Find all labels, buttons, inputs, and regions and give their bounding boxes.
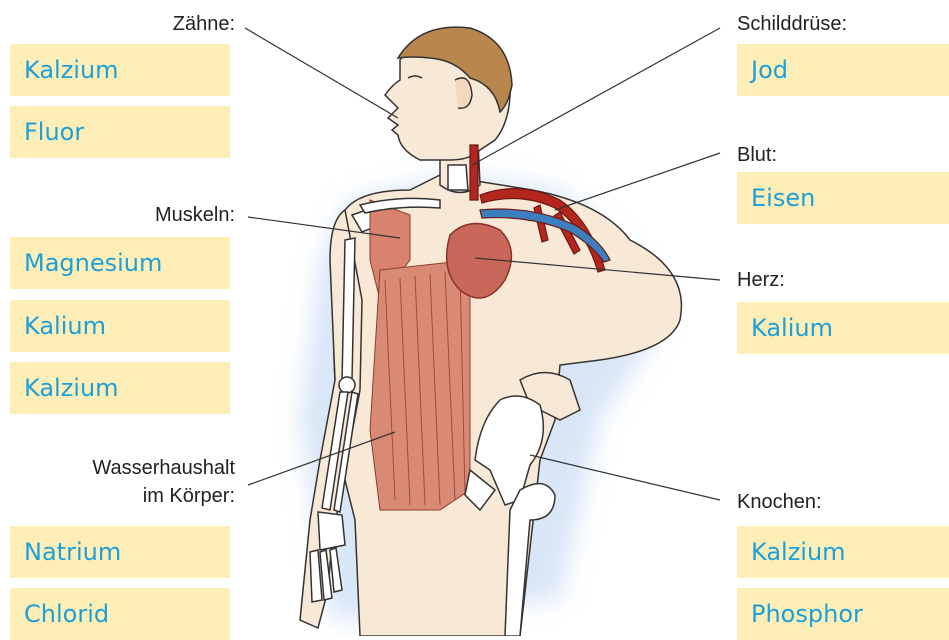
- thyroid-label: Schilddrüse:: [737, 12, 847, 36]
- muscles-mineral-1: Magnesium: [10, 237, 230, 289]
- muscles-mineral-3: Kalzium: [10, 362, 230, 414]
- muscles-label: Muskeln:: [100, 203, 235, 227]
- water-mineral-1: Natrium: [10, 526, 230, 578]
- blood-label: Blut:: [737, 143, 777, 167]
- bones-mineral-2: Phosphor: [737, 588, 949, 640]
- heart-label: Herz:: [737, 268, 785, 292]
- teeth-label: Zähne:: [140, 12, 235, 36]
- bones-mineral-1: Kalzium: [737, 526, 949, 578]
- bones-label: Knochen:: [737, 490, 822, 514]
- blood-mineral-1: Eisen: [737, 172, 949, 224]
- head: [385, 27, 512, 160]
- teeth-mineral-1: Kalzium: [10, 44, 230, 96]
- thyroid-mineral-1: Jod: [737, 44, 949, 96]
- water-balance-label-line-1: Wasserhaushalt: [20, 456, 235, 480]
- heart-mineral-1: Kalium: [737, 302, 949, 354]
- water-mineral-2: Chlorid: [10, 588, 230, 640]
- water-balance-label-line-2: im Körper:: [20, 484, 235, 508]
- muscles-mineral-2: Kalium: [10, 300, 230, 352]
- teeth-mineral-2: Fluor: [10, 106, 230, 158]
